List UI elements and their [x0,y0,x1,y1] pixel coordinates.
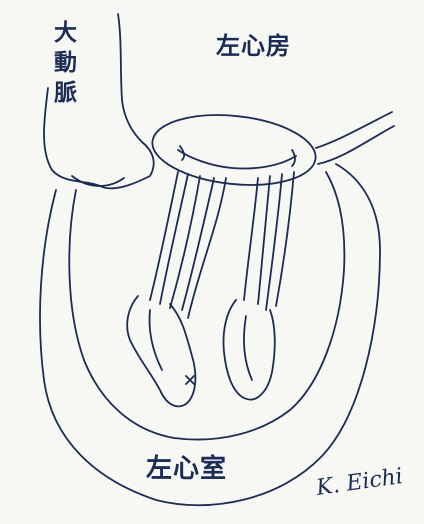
chordae-right-1 [244,178,258,300]
papillary-muscle-left [127,296,195,406]
chordae-right-2 [258,176,270,304]
papillary-left-ridge [150,310,163,370]
chordae-left-5 [188,178,226,318]
atrium-vessel-upper [316,112,392,148]
chordae-right-4 [276,172,294,306]
marker-x [186,376,194,384]
mitral-valve-orifice [178,150,296,169]
label-left-ventricle: 左心室 [146,448,227,485]
label-aorta: 大動脈 [54,18,84,108]
label-left-atrium: 左心房 [216,26,291,61]
atrium-vessel-lower [318,126,394,164]
papillary-muscle-right [224,300,275,400]
papillary-right-ridge [244,316,252,380]
